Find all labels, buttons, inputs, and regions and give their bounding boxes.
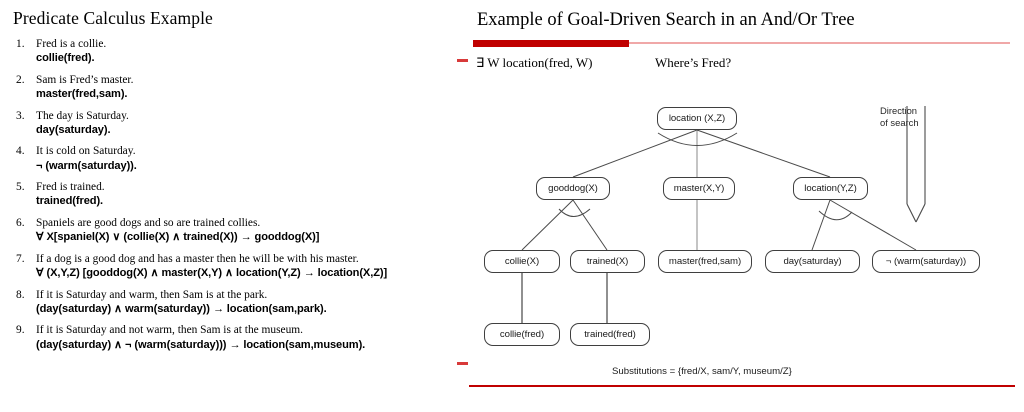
red-dash-marker-bottom xyxy=(457,362,468,365)
tree-node-master-xy[interactable]: master(X,Y) xyxy=(663,177,735,200)
fact-list: 1. Fred is a collie. collie(fred). 2. Sa… xyxy=(14,37,454,359)
list-item: 7. If a dog is a good dog and has a mast… xyxy=(14,252,454,281)
list-item-number: 2. xyxy=(16,73,25,86)
list-item-logic: day(saturday). xyxy=(36,123,111,136)
list-item: 1. Fred is a collie. collie(fred). xyxy=(14,37,454,66)
list-item: 6. Spaniels are good dogs and so are tra… xyxy=(14,216,454,245)
tree-node-location-yz[interactable]: location(Y,Z) xyxy=(793,177,868,200)
tree-node-day-saturday[interactable]: day(saturday) xyxy=(765,250,860,273)
list-item-number: 9. xyxy=(16,324,25,337)
list-item-logic: collie(fred). xyxy=(36,52,95,65)
list-item: 5. Fred is trained. trained(fred). xyxy=(14,180,454,209)
tree-node-trained-x[interactable]: trained(X) xyxy=(570,250,645,273)
list-item-number: 1. xyxy=(16,38,25,50)
tree-node-root[interactable]: location (X,Z) xyxy=(657,107,737,130)
tree-node-trained-fred[interactable]: trained(fred) xyxy=(570,323,650,346)
predicate-calculus-panel: Predicate Calculus Example 1. Fred is a … xyxy=(0,0,460,412)
list-item-prose: It is cold on Saturday. xyxy=(36,145,136,158)
list-item-prose: Fred is trained. xyxy=(36,181,105,194)
title-rule-thick xyxy=(473,40,629,47)
tree-node-collie-x[interactable]: collie(X) xyxy=(484,250,560,273)
direction-arrow-icon xyxy=(906,106,926,223)
list-item-number: 8. xyxy=(16,288,25,301)
tree-connectors xyxy=(521,106,926,323)
list-item-logic: ¬ (warm(saturday)). xyxy=(36,159,137,172)
list-item: 3. The day is Saturday. day(saturday). xyxy=(14,109,454,138)
tree-node-master-fred-sam[interactable]: master(fred,sam) xyxy=(658,250,752,273)
list-item-logic: (day(saturday) ∧ ¬ (warm(saturday))) → l… xyxy=(36,338,366,351)
list-item-logic: (day(saturday) ∧ warm(saturday)) → locat… xyxy=(36,302,327,315)
list-item-prose: Sam is Fred’s master. xyxy=(36,73,134,86)
title-rule-thin xyxy=(629,41,1010,44)
list-item: 9. If it is Saturday and not warm, then … xyxy=(14,323,454,352)
list-item-logic: ∀ X[spaniel(X) ∨ (collie(X) ∧ trained(X)… xyxy=(36,231,320,244)
list-item-number: 4. xyxy=(16,145,25,158)
list-item-number: 6. xyxy=(16,216,25,229)
tree-node-gooddog-x[interactable]: gooddog(X) xyxy=(536,177,610,200)
list-item: 8. If it is Saturday and warm, then Sam … xyxy=(14,288,454,317)
tree-node-not-warm[interactable]: ¬ (warm(saturday)) xyxy=(872,250,980,273)
substitutions-caption: Substitutions = {fred/X, sam/Y, museum/Z… xyxy=(612,366,792,377)
slide-title: Example of Goal-Driven Search in an And/… xyxy=(477,10,855,30)
red-dash-marker-top xyxy=(457,59,468,62)
goal-query-text: ∃ W location(fred, W) xyxy=(476,55,593,70)
goal-question-text: Where’s Fred? xyxy=(655,55,732,70)
list-item-prose: Spaniels are good dogs and so are traine… xyxy=(36,216,261,229)
and-or-tree-panel: Example of Goal-Driven Search in an And/… xyxy=(457,0,1024,412)
page-title: Predicate Calculus Example xyxy=(13,8,213,28)
bottom-rule xyxy=(469,385,1015,387)
list-item: 4. It is cold on Saturday. ¬ (warm(satur… xyxy=(14,144,454,173)
list-item-logic: trained(fred). xyxy=(36,195,104,208)
list-item-logic: master(fred,sam). xyxy=(36,88,128,100)
list-item-prose: Fred is a collie. xyxy=(36,38,107,50)
list-item-logic: ∀ (X,Y,Z) [gooddog(X) ∧ master(X,Y) ∧ lo… xyxy=(36,266,388,279)
list-item-prose: If a dog is a good dog and has a master … xyxy=(36,252,359,265)
list-item-prose: If it is Saturday and warm, then Sam is … xyxy=(36,288,268,301)
list-item-number: 3. xyxy=(16,109,25,122)
list-item-number: 5. xyxy=(16,181,25,194)
tree-node-collie-fred[interactable]: collie(fred) xyxy=(484,323,560,346)
list-item-prose: The day is Saturday. xyxy=(36,109,129,122)
list-item-prose: If it is Saturday and not warm, then Sam… xyxy=(36,324,304,337)
list-item-number: 7. xyxy=(16,252,25,265)
list-item: 2. Sam is Fred’s master. master(fred,sam… xyxy=(14,73,454,102)
